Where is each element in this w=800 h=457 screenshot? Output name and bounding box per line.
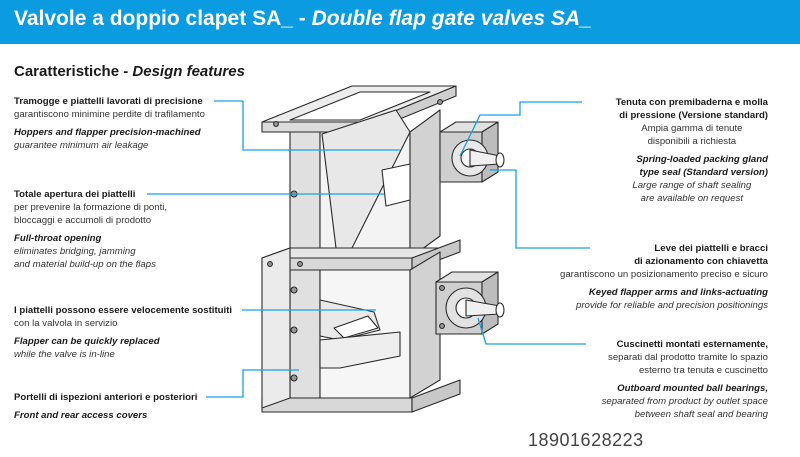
leader-bearings — [477, 317, 586, 345]
feature-keyed-arms: Leve dei piattelli e bracci di azionamen… — [560, 243, 768, 311]
feature-access-covers: Portelli di ispezioni anteriori e poster… — [14, 392, 198, 421]
feature-hoppers: Tramogge e piattelli lavorati di precisi… — [14, 96, 205, 151]
feature-gland-seal: Tenuta con premibaderna e molla di press… — [615, 97, 768, 204]
header-banner: Valvole a doppio clapet SA_ - Double fla… — [0, 0, 800, 44]
leader-keyed-arms — [490, 169, 590, 249]
leader-lines — [147, 100, 590, 398]
leader-gland — [459, 101, 582, 157]
upper-gland — [439, 121, 505, 183]
feature-full-throat: Totale apertura dei piattelli per preven… — [14, 189, 168, 270]
leader-access — [206, 369, 299, 398]
page-title: Valvole a doppio clapet SA_ - Double fla… — [14, 7, 592, 30]
phone-number: 18901628223 — [528, 430, 644, 450]
lower-bearing — [435, 271, 505, 335]
feature-ball-bearings: Cuscinetti montati esternamente, separat… — [601, 339, 768, 420]
leader-hoppers — [214, 100, 400, 151]
feature-flapper-replace: I piattelli possono essere velocemente s… — [14, 305, 233, 360]
section-title: Caratteristiche - Design features — [14, 63, 245, 80]
